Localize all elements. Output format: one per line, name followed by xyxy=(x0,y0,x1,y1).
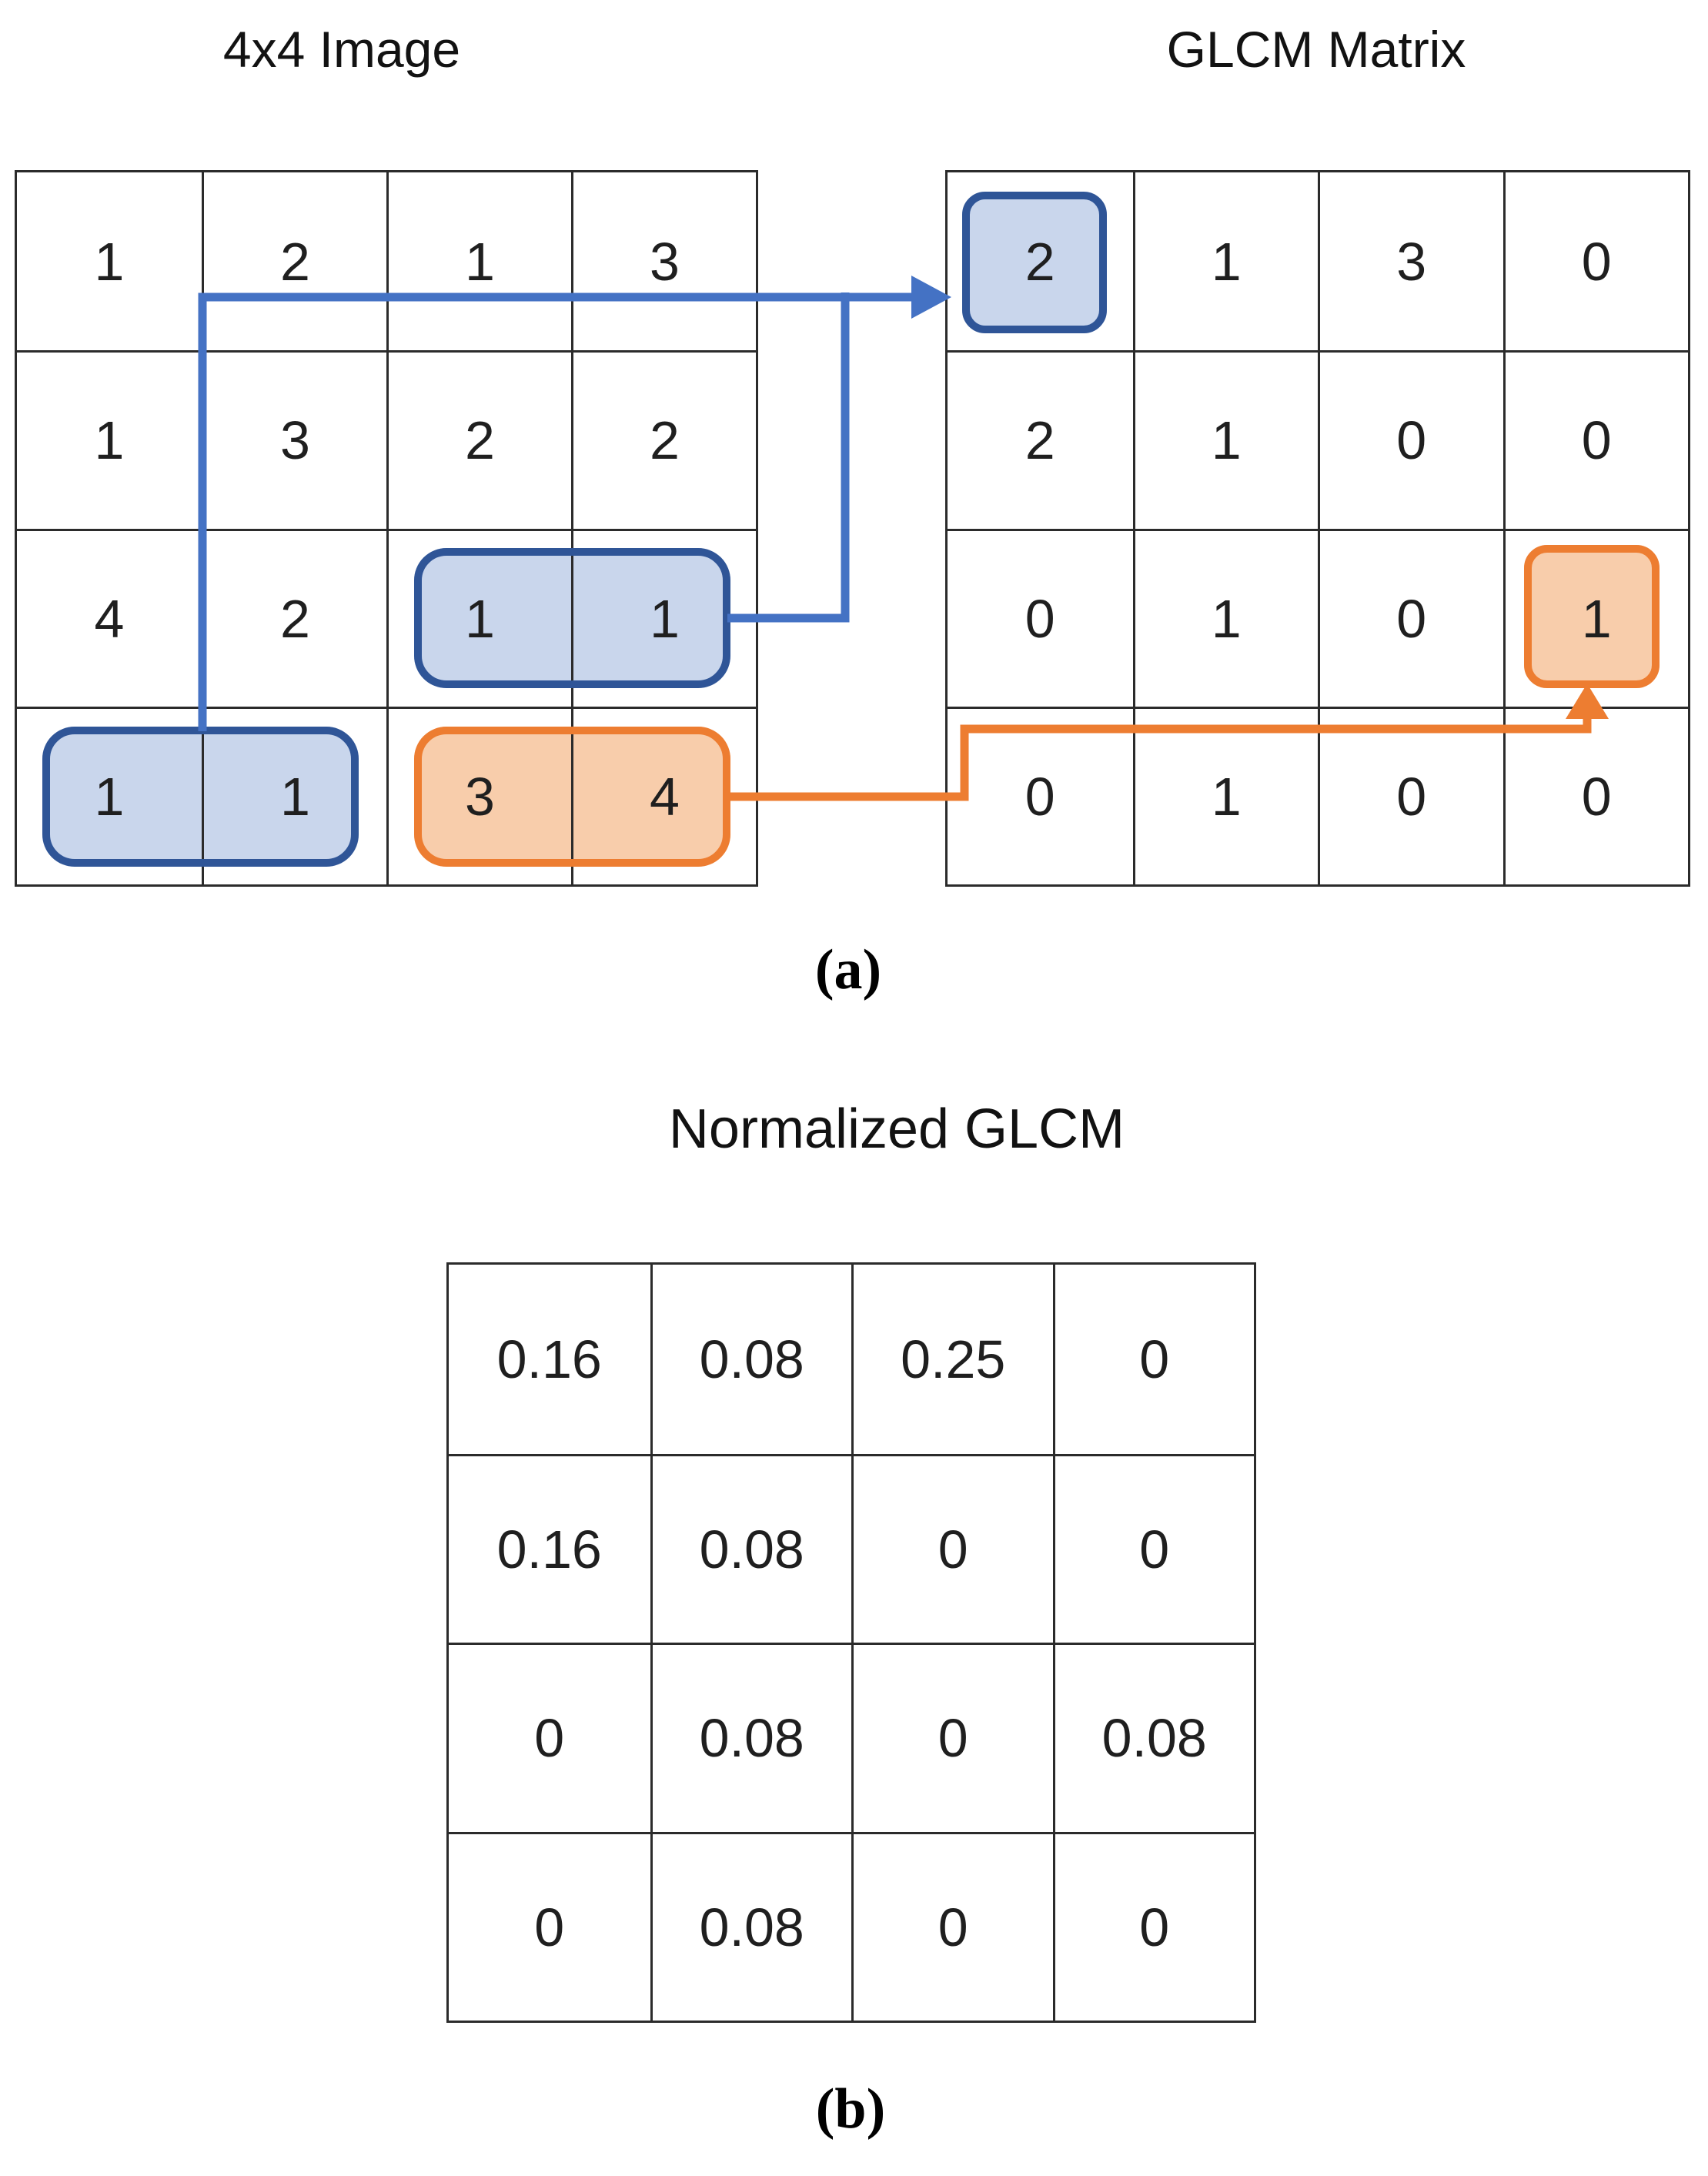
normalized-grid-cell: 0.16 xyxy=(496,1329,602,1389)
glcm-grid-cell-highlight-blue: 2 xyxy=(1024,231,1055,292)
image-grid-cell-highlight-blue: 1 xyxy=(386,528,571,707)
orange-arrow-line xyxy=(727,719,1592,801)
normalized-grid-cell: 0.25 xyxy=(851,1265,1053,1454)
image-grid-cell: 2 xyxy=(571,350,756,529)
blue-arrow-line xyxy=(198,292,911,731)
glcm-grid-cell: 1 xyxy=(1132,706,1318,884)
normalized-grid-cell: 0 xyxy=(449,1831,650,2021)
glcm-grid-cell: 1 xyxy=(1132,528,1318,707)
normalized-grid-cell: 0 xyxy=(449,1643,650,1832)
normalized-grid-cell: 0.08 xyxy=(650,1453,851,1643)
panel-b-label: (b) xyxy=(815,2077,886,2141)
normalized-grid-cell: 0.08 xyxy=(650,1643,851,1832)
image-grid-cell: 2 xyxy=(202,172,386,351)
normalized-grid-cell: 0.08 xyxy=(650,1265,852,1454)
image-grid: 1 2 1 3 1 3 2 2 4 2 1 1 1 1 3 4 xyxy=(15,170,758,887)
glcm-grid-cell: 1 xyxy=(1132,172,1319,351)
image-grid-cell-highlight-blue: 1 xyxy=(17,706,202,884)
glcm-grid-cell: 0 xyxy=(1318,528,1503,707)
glcm-grid-cell: 3 xyxy=(1318,172,1503,351)
highlight-ring-glcm-orange-cell xyxy=(1524,545,1660,688)
image-grid-cell: 3 xyxy=(571,172,756,351)
normalized-glcm-title: Normalized GLCM xyxy=(668,1098,1125,1160)
highlight-fill-blue-row4-pair xyxy=(42,727,359,867)
normalized-grid-cell: 0 xyxy=(851,1831,1053,2021)
blue-arrowhead-icon xyxy=(911,276,951,319)
glcm-grid-cell: 0 xyxy=(1318,706,1503,884)
normalized-grid-cell: 0.08 xyxy=(1052,1643,1254,1832)
highlight-ring-glcm-blue-cell xyxy=(962,192,1107,333)
glcm-grid-cell: 2 xyxy=(948,350,1133,528)
glcm-grid-title: GLCM Matrix xyxy=(1166,21,1466,78)
image-grid-cell: 1 xyxy=(386,172,571,351)
image-grid-cell-highlight-orange: 3 xyxy=(386,706,571,884)
glcm-grid-cell: 0 xyxy=(948,706,1133,884)
image-grid-cell-highlight-blue: 1 xyxy=(571,528,756,707)
glcm-grid-cell: 0 xyxy=(1318,350,1503,529)
glcm-grid-cell: 0 xyxy=(1502,172,1689,351)
glcm-grid-cell-highlight-orange: 1 xyxy=(1502,528,1688,707)
normalized-grid-cell: 0 xyxy=(1052,1265,1255,1454)
normalized-glcm-grid: 0.16 0.08 0.25 0 0.16 0.08 0 0 0 0.08 0 … xyxy=(446,1262,1256,2023)
normalized-grid-cell: 0 xyxy=(851,1453,1053,1643)
highlight-fill-glcm-blue-cell xyxy=(962,192,1107,333)
glcm-grid-cell: 0 xyxy=(1502,350,1688,529)
image-grid-cell-highlight-blue: 1 xyxy=(202,706,386,884)
image-grid-title: 4x4 Image xyxy=(222,21,461,78)
normalized-grid-cell: 0 xyxy=(851,1643,1053,1832)
normalized-grid-cell: 0 xyxy=(1052,1453,1254,1643)
glcm-grid-cell: 0 xyxy=(948,528,1133,707)
blue-arrow-branch-line xyxy=(727,292,850,623)
highlight-ring-blue-row3-pair xyxy=(414,548,730,688)
image-grid-cell: 1 xyxy=(94,231,125,292)
image-grid-cell: 4 xyxy=(17,528,202,707)
image-grid-cell: 2 xyxy=(386,350,571,529)
glcm-grid-cell: 1 xyxy=(1132,350,1318,529)
highlight-ring-orange-row4-pair xyxy=(414,727,730,867)
orange-arrowhead-icon xyxy=(1566,684,1609,719)
panel-a-label: (a) xyxy=(814,938,882,1001)
image-grid-cell-highlight-orange: 4 xyxy=(571,706,756,884)
glcm-grid: 2 1 3 0 2 1 0 0 0 1 0 1 0 1 0 0 xyxy=(945,170,1690,887)
normalized-grid-cell: 0 xyxy=(1052,1831,1254,2021)
image-grid-cell: 1 xyxy=(17,350,202,528)
normalized-grid-cell: 0.08 xyxy=(650,1831,851,2021)
highlight-fill-glcm-orange-cell xyxy=(1524,545,1660,688)
normalized-grid-cell: 0.16 xyxy=(449,1453,650,1643)
